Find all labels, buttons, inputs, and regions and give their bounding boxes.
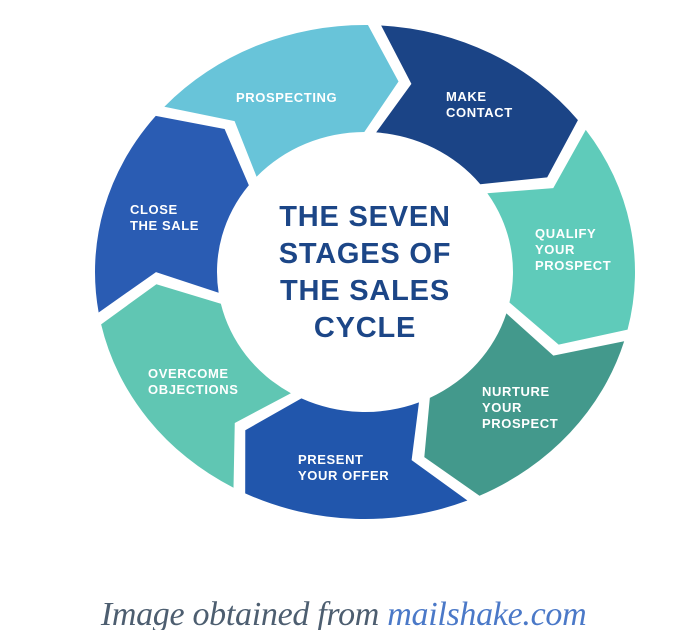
segment-label-close-the-sale: CLOSE THE SALE [130, 202, 200, 233]
segment-close-the-sale [95, 115, 249, 313]
segment-make-contact [376, 25, 578, 185]
segment-nurture-your-prospect [424, 313, 625, 496]
wheel-title: THE SEVEN STAGES OF THE SALES CYCLE [278, 201, 452, 344]
caption-text: Image obtained from [100, 596, 388, 630]
caption: Image obtained from mailshake.com [68, 558, 587, 630]
segment-label-overcome-objections: OVERCOME OBJECTIONS [148, 366, 239, 397]
segment-overcome-objections [101, 284, 291, 488]
segment-label-prospecting: PROSPECTING [236, 90, 338, 105]
segment-qualify-your-prospect [487, 129, 636, 345]
segment-prospecting [164, 24, 399, 177]
segment-present-your-offer [245, 398, 468, 519]
mailshake-link[interactable]: mailshake.com [387, 596, 587, 630]
segment-label-present-your-offer: PRESENT YOUR OFFER [298, 452, 390, 483]
segment-label-nurture-your-prospect: NURTURE YOUR PROSPECT [482, 384, 559, 431]
segment-label-make-contact: MAKE CONTACT [446, 89, 513, 120]
cycle-wheel [95, 24, 636, 519]
segment-label-qualify-your-prospect: QUALIFY YOUR PROSPECT [535, 226, 612, 273]
